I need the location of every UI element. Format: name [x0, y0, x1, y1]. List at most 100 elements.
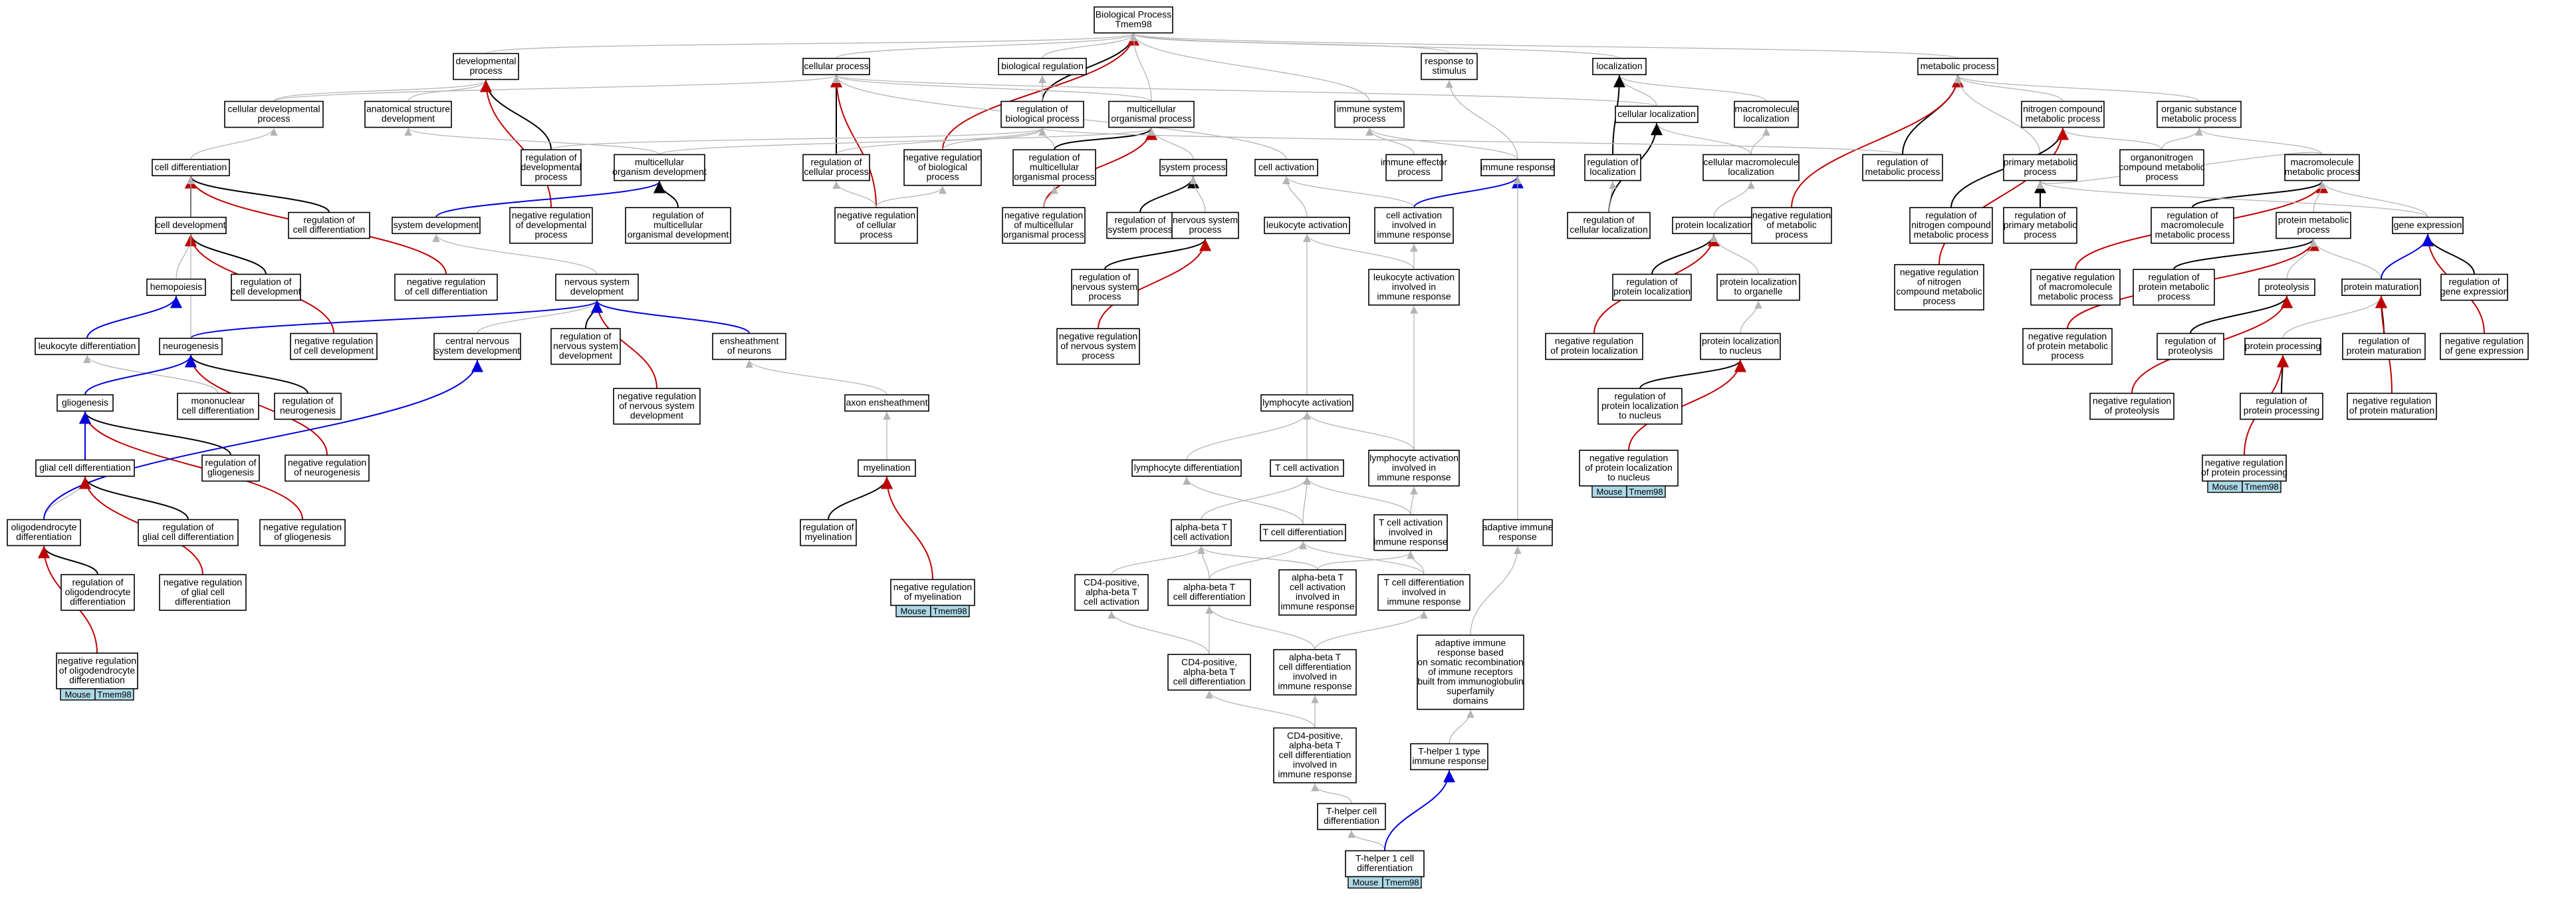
go-term-prot[interactable]: proteolysis: [2258, 278, 2315, 297]
go-term-ploc[interactable]: protein localization: [1672, 216, 1756, 235]
go-term-ir[interactable]: immune response: [1480, 158, 1555, 177]
go-term-neuro[interactable]: neurogenesis: [159, 337, 223, 356]
go-term-gexp[interactable]: gene expression: [2392, 216, 2464, 235]
go-term-tact[interactable]: T cell activation: [1270, 459, 1344, 477]
go-term-pproc[interactable]: protein processing: [2244, 337, 2321, 356]
go-term-cact[interactable]: cell activation: [1254, 158, 1318, 177]
go-term-cell[interactable]: cellular process: [802, 57, 870, 76]
go-term-hemo[interactable]: hemopoiesis: [146, 278, 206, 297]
go-term-cloc[interactable]: cellular localization: [1615, 105, 1698, 124]
go-term-lact[interactable]: leukocyte activation: [1264, 216, 1350, 235]
go-term-pmat[interactable]: protein maturation: [2341, 278, 2421, 297]
go-term-gcd[interactable]: glial cell differentiation: [35, 459, 135, 477]
go-term-myel[interactable]: myelination: [858, 459, 916, 477]
go-term-cdiff[interactable]: cell differentiation: [152, 158, 230, 177]
go-term-loc[interactable]: localization: [1592, 57, 1647, 76]
go-term-sysp[interactable]: system process: [1159, 158, 1227, 177]
go-term-cdev[interactable]: cell development: [155, 216, 227, 235]
go-term-lymdiff[interactable]: lymphocyte differentiation: [1131, 459, 1242, 477]
go-term-met[interactable]: metabolic process: [1917, 57, 1998, 76]
go-term-axens[interactable]: axon ensheathment: [844, 394, 929, 412]
go-term-sysdev[interactable]: system development: [392, 216, 481, 235]
go-term-tdiff[interactable]: T cell differentiation: [1260, 523, 1346, 542]
go-term-glio[interactable]: gliogenesis: [57, 394, 114, 412]
